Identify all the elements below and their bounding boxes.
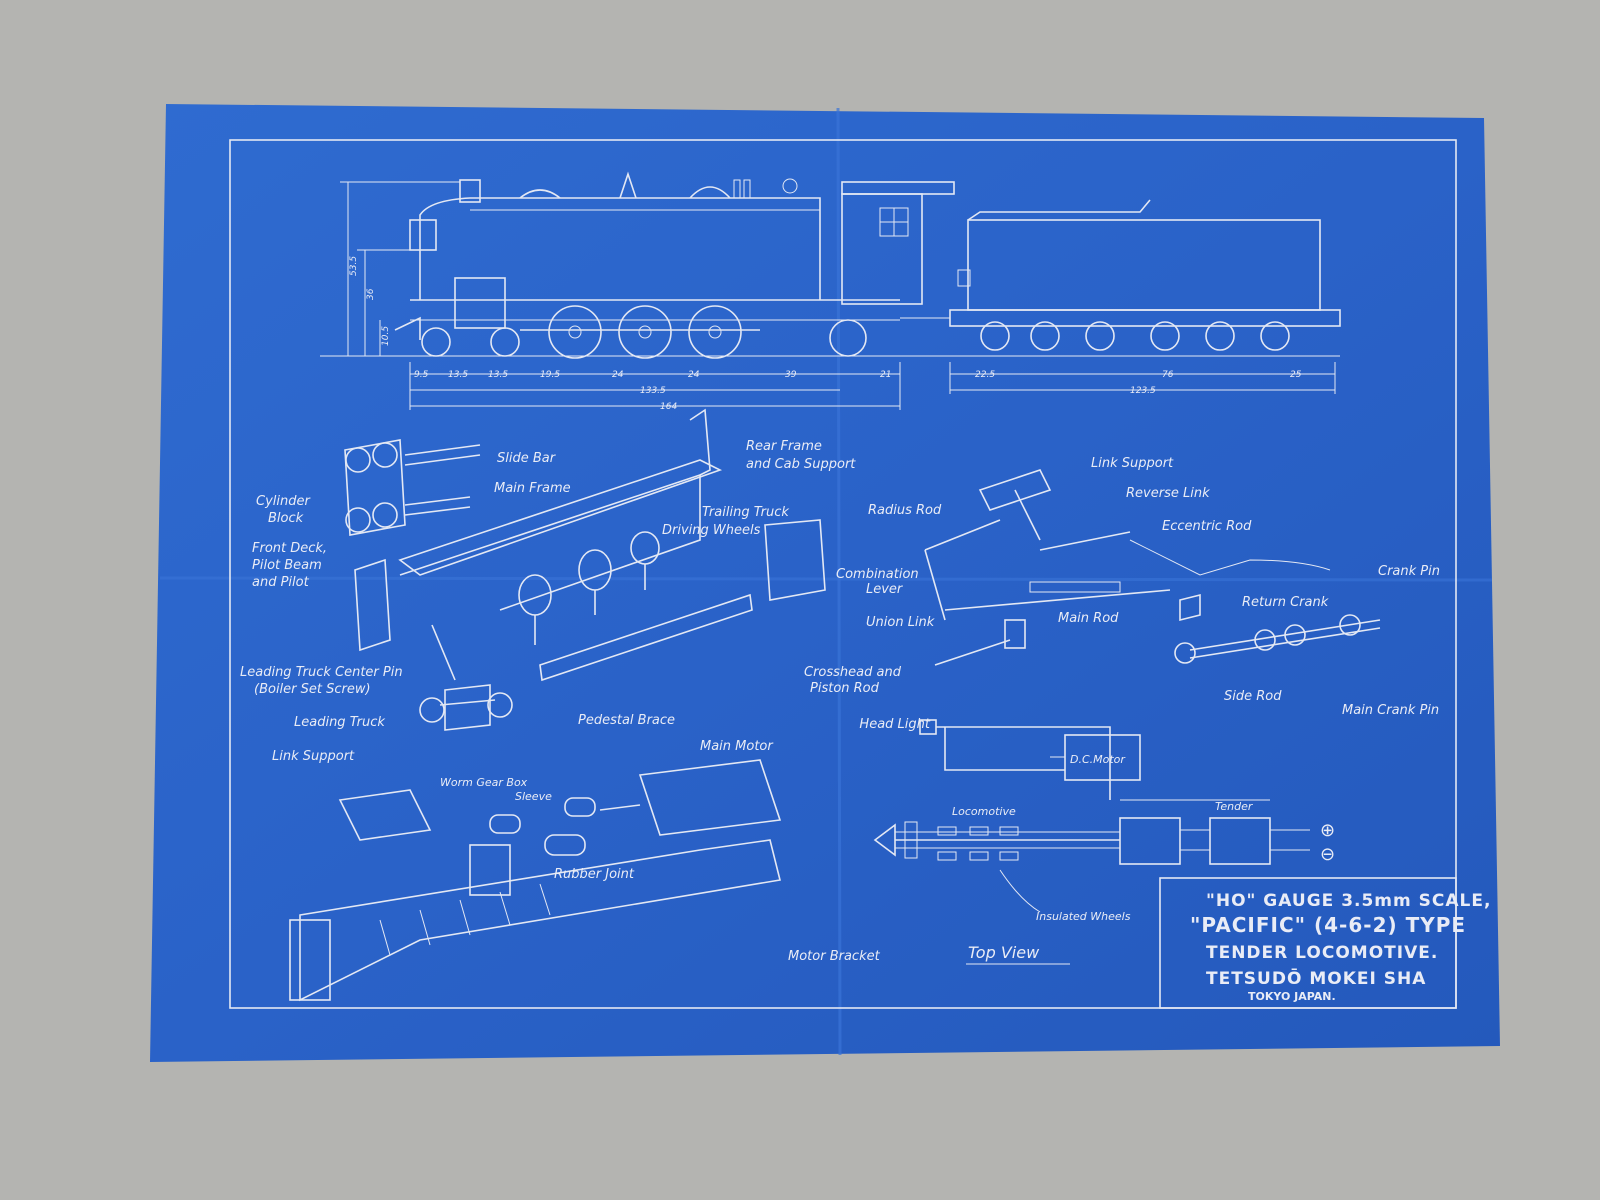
- drawing-border: [229, 139, 1457, 1009]
- dim-36: 36: [366, 288, 376, 300]
- label-rubber-joint: Rubber Joint: [554, 867, 635, 882]
- label-side-rod: Side Rod: [1224, 689, 1282, 704]
- dim-22-5: 22.5: [975, 370, 995, 380]
- dim-24-b: 24: [688, 370, 700, 380]
- label-crosshead-2: Piston Rod: [810, 681, 880, 696]
- title-line-2: "PACIFIC" (4-6-2) TYPE: [1190, 913, 1466, 937]
- dim-13-5-a: 13.5: [448, 370, 468, 380]
- label-main-motor: Main Motor: [700, 739, 774, 754]
- minus-terminal-icon: ⊖: [1320, 844, 1335, 865]
- label-link-support-left: Link Support: [272, 749, 355, 764]
- label-crank-pin: Crank Pin: [1378, 564, 1440, 579]
- label-cylinder-block-2: Block: [268, 511, 304, 526]
- dim-13-5-b: 13.5: [488, 370, 508, 380]
- label-worm-gear-box: Worm Gear Box: [440, 776, 528, 789]
- locomotive-side-view: [320, 171, 1341, 359]
- dim-24-a: 24: [612, 370, 624, 380]
- dim-133-5: 133.5: [640, 386, 666, 396]
- label-main-crank-pin: Main Crank Pin: [1342, 703, 1439, 718]
- dim-9-5: 9.5: [414, 370, 429, 380]
- label-driving-wheels: Driving Wheels: [662, 523, 761, 538]
- label-locomotive: Locomotive: [952, 805, 1016, 818]
- label-front-deck-3: and Pilot: [252, 575, 310, 590]
- fold-line-horizontal: [159, 576, 1493, 582]
- label-top-view: Top View: [968, 943, 1040, 962]
- label-insulated-wheels: Insulated Wheels: [1036, 910, 1131, 923]
- label-rear-frame-2: and Cab Support: [746, 457, 856, 472]
- horizontal-dimension-lines: [409, 362, 1336, 410]
- label-tender: Tender: [1215, 800, 1254, 813]
- dim-19-5: 19.5: [540, 370, 560, 380]
- title-line-1: "HO" GAUGE 3.5mm SCALE,: [1206, 891, 1491, 911]
- dim-123-5: 123.5: [1130, 386, 1156, 396]
- label-leading-truck: Leading Truck: [294, 715, 385, 730]
- valve-gear-drawing: [924, 469, 1381, 666]
- label-slide-bar: Slide Bar: [497, 451, 557, 466]
- label-front-deck-1: Front Deck,: [252, 541, 327, 556]
- label-link-support-right: Link Support: [1091, 456, 1174, 471]
- title-line-3: TENDER LOCOMOTIVE.: [1206, 943, 1438, 963]
- dim-39: 39: [785, 370, 797, 380]
- label-sleeve: Sleeve: [515, 790, 552, 803]
- label-motor-bracket: Motor Bracket: [788, 949, 881, 964]
- dim-10-5: 10.5: [381, 326, 391, 346]
- title-block: [1159, 877, 1457, 1009]
- label-dc-motor: D.C.Motor: [1070, 753, 1126, 766]
- label-crosshead-1: Crosshead and: [804, 665, 902, 680]
- label-trailing-truck: Trailing Truck: [702, 505, 789, 520]
- dim-25: 25: [1290, 370, 1302, 380]
- label-reverse-link: Reverse Link: [1126, 486, 1210, 501]
- dim-164: 164: [660, 402, 677, 412]
- label-main-rod: Main Rod: [1058, 611, 1119, 626]
- label-main-frame: Main Frame: [494, 481, 571, 496]
- label-combination-lever-1: Combination: [836, 567, 919, 582]
- label-leading-truck-pin-2: (Boiler Set Screw): [254, 682, 371, 697]
- dim-53-5: 53.5: [349, 256, 359, 276]
- fold-line-vertical: [836, 107, 842, 1056]
- label-head-light: Head Light: [859, 717, 930, 732]
- label-eccentric-rod: Eccentric Rod: [1162, 519, 1252, 534]
- exploded-chassis-drawing: [289, 408, 826, 1002]
- label-front-deck-2: Pilot Beam: [252, 558, 322, 573]
- label-radius-rod: Radius Rod: [868, 503, 942, 518]
- label-rear-frame-1: Rear Frame: [746, 439, 822, 454]
- label-return-crank: Return Crank: [1242, 595, 1329, 610]
- label-pedestal-brace: Pedestal Brace: [578, 713, 675, 728]
- dim-21: 21: [880, 370, 891, 380]
- label-combination-lever-2: Lever: [866, 582, 904, 597]
- title-line-5: TOKYO JAPAN.: [1248, 990, 1336, 1003]
- label-union-link: Union Link: [866, 615, 935, 630]
- plus-terminal-icon: ⊕: [1320, 820, 1335, 841]
- label-cylinder-block-1: Cylinder: [256, 494, 311, 509]
- dim-76: 76: [1162, 370, 1174, 380]
- title-line-4: TETSUDŌ MOKEI SHA: [1206, 967, 1426, 989]
- wiring-diagram: [873, 719, 1310, 913]
- label-leading-truck-pin-1: Leading Truck Center Pin: [240, 665, 403, 680]
